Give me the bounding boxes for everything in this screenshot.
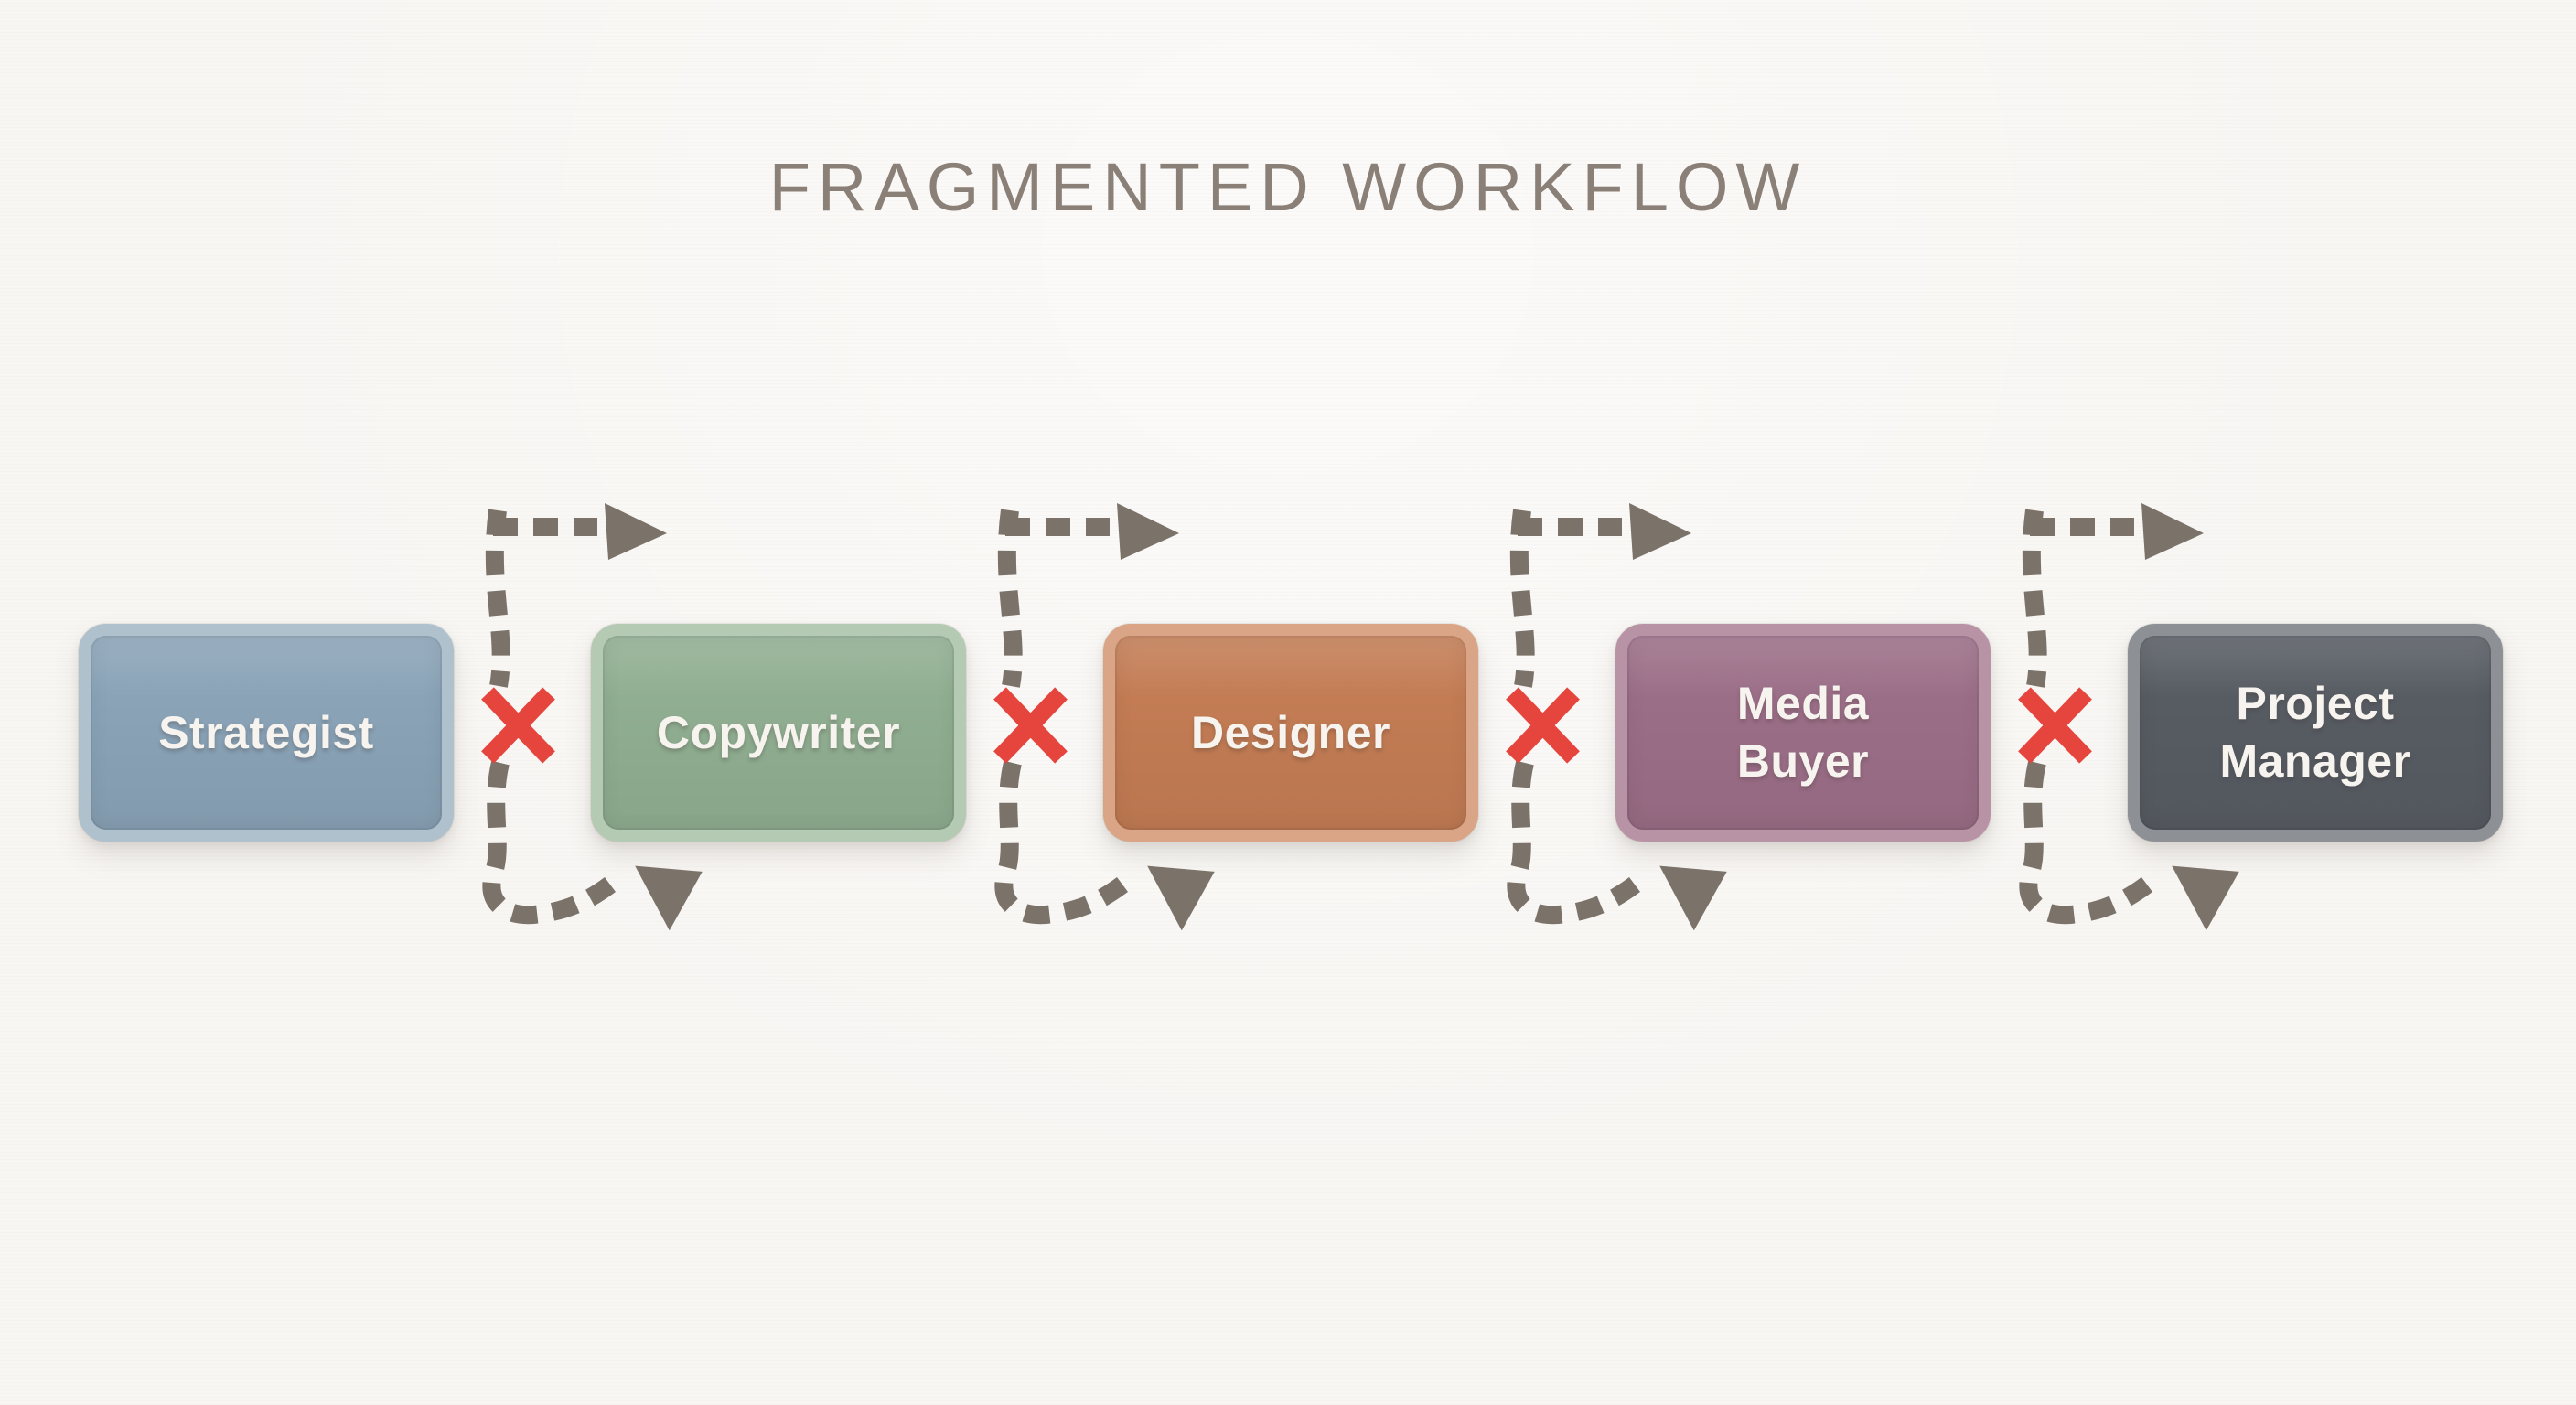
workflow-node-designer: Designer <box>1103 624 1478 842</box>
node-label-project-manager: Project Manager <box>2219 678 2411 787</box>
workflow-node-media-buyer: Media Buyer <box>1615 624 1991 842</box>
node-label-strategist: Strategist <box>158 706 374 758</box>
node-label-media-buyer: Media Buyer <box>1736 678 1870 787</box>
workflow-node-copywriter: Copywriter <box>591 624 966 842</box>
diagram-title: FRAGMENTED WORKFLOW <box>768 149 1808 225</box>
workflow-node-strategist: Strategist <box>79 624 454 842</box>
workflow-node-project-manager: Project Manager <box>2128 624 2503 842</box>
node-label-designer: Designer <box>1191 706 1390 758</box>
node-label-copywriter: Copywriter <box>656 706 901 758</box>
